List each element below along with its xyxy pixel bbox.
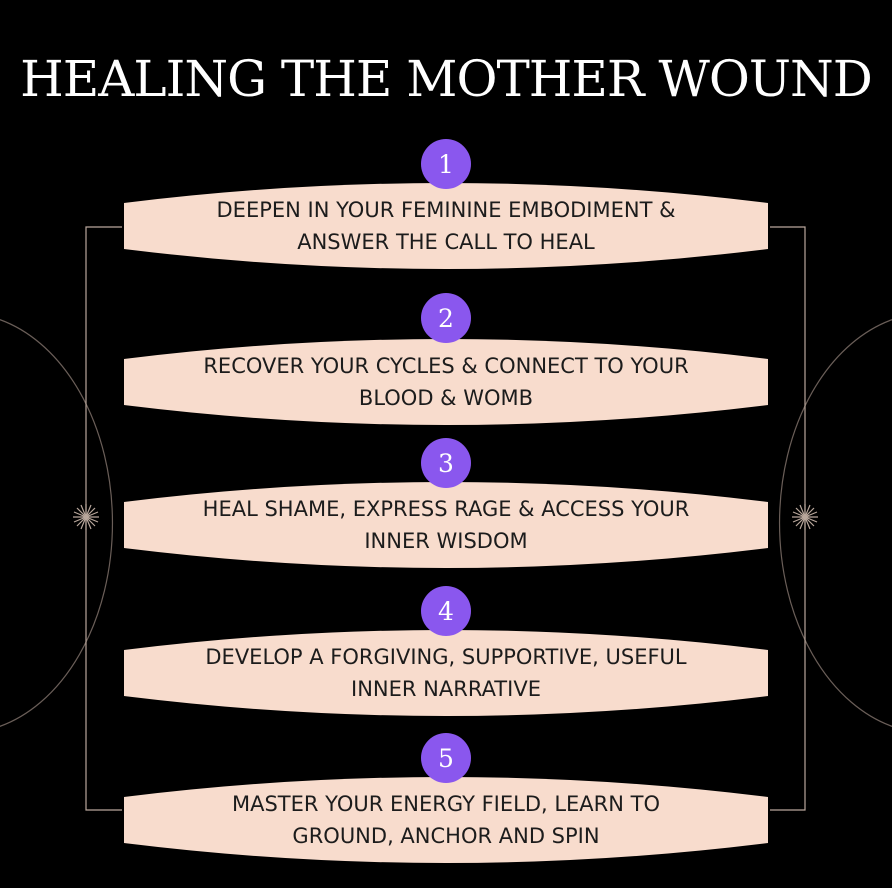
step-banner xyxy=(124,482,768,568)
step-banner xyxy=(124,777,768,863)
right-arc xyxy=(778,319,892,727)
left-bracket-line xyxy=(85,226,122,811)
step-text-line-1: RECOVER YOUR CYCLES & CONNECT TO YOUR xyxy=(203,354,689,378)
step-text-line-1: DEVELOP A FORGIVING, SUPPORTIVE, USEFUL xyxy=(205,645,687,669)
step-text-line-1: DEEPEN IN YOUR FEMININE EMBODIMENT & xyxy=(216,198,676,222)
step-banner xyxy=(124,183,768,269)
step-banner xyxy=(124,339,768,425)
step-1: DEEPEN IN YOUR FEMININE EMBODIMENT & ANSW… xyxy=(120,181,772,271)
right-sparkle-icon xyxy=(792,504,818,530)
step-text-line-1: MASTER YOUR ENERGY FIELD, LEARN TO xyxy=(231,792,661,816)
left-arc xyxy=(0,319,114,727)
step-number-badge-2: 2 xyxy=(421,293,471,343)
step-4: DEVELOP A FORGIVING, SUPPORTIVE, USEFUL I… xyxy=(120,628,772,718)
step-text: DEVELOP A FORGIVING, SUPPORTIVE, USEFUL I… xyxy=(160,628,732,718)
step-text-line-2: BLOOD & WOMB xyxy=(358,386,534,410)
step-text: RECOVER YOUR CYCLES & CONNECT TO YOUR BLO… xyxy=(160,337,732,427)
step-2: RECOVER YOUR CYCLES & CONNECT TO YOUR BLO… xyxy=(120,337,772,427)
step-number-badge-5: 5 xyxy=(421,733,471,783)
step-text-line-2: GROUND, ANCHOR AND SPIN xyxy=(292,824,600,848)
step-text-line-1: HEAL SHAME, EXPRESS RAGE & ACCESS YOUR xyxy=(202,497,690,521)
step-number-badge-3: 3 xyxy=(421,438,471,488)
page-title: HEALING THE MOTHER WOUND xyxy=(20,50,873,108)
step-text: HEAL SHAME, EXPRESS RAGE & ACCESS YOUR IN… xyxy=(160,480,732,570)
step-text-line-2: ANSWER THE CALL TO HEAL xyxy=(297,230,595,254)
step-banner xyxy=(124,630,768,716)
step-number-badge-1: 1 xyxy=(421,139,471,189)
right-bracket-line xyxy=(770,226,806,811)
step-5: MASTER YOUR ENERGY FIELD, LEARN TO GROUND… xyxy=(120,775,772,865)
step-3: HEAL SHAME, EXPRESS RAGE & ACCESS YOUR IN… xyxy=(120,480,772,570)
step-text: DEEPEN IN YOUR FEMININE EMBODIMENT & ANSW… xyxy=(160,181,732,271)
left-sparkle-icon xyxy=(73,504,99,530)
step-text-line-2: INNER NARRATIVE xyxy=(351,677,541,701)
step-text-line-2: INNER WISDOM xyxy=(364,529,528,553)
step-number-badge-4: 4 xyxy=(421,586,471,636)
step-text: MASTER YOUR ENERGY FIELD, LEARN TO GROUND… xyxy=(160,775,732,865)
